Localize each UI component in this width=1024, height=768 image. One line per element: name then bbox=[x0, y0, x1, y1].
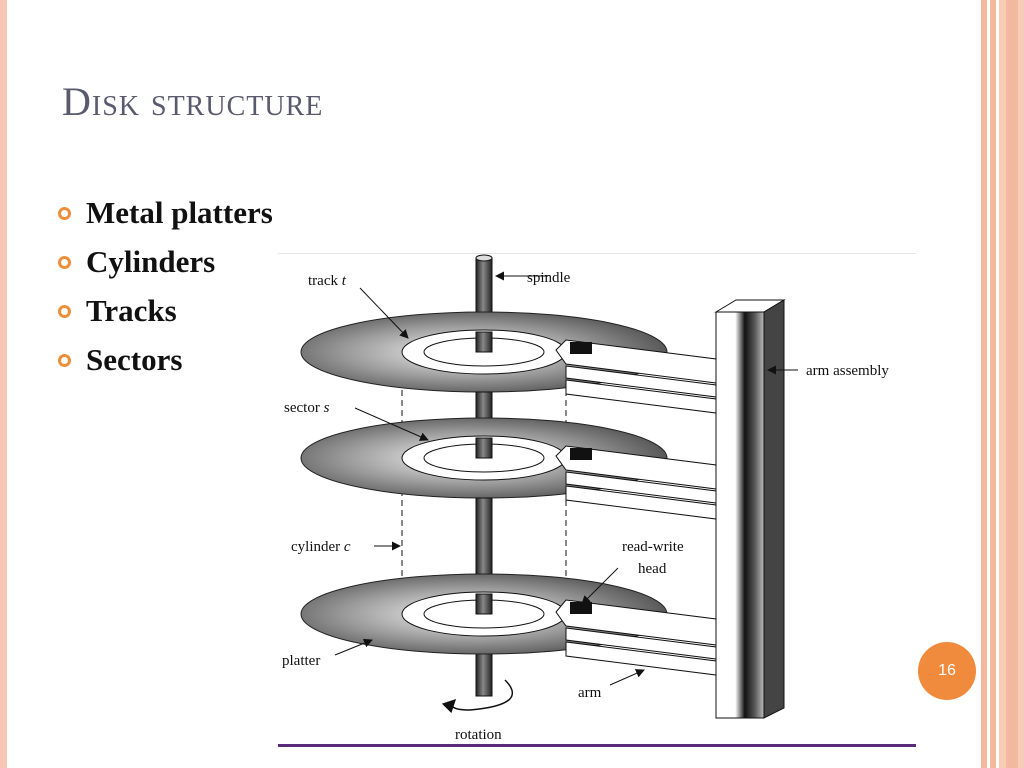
disk-structure-diagram: track t spindle arm assembly sector s cy… bbox=[282, 254, 889, 743]
bullet-circle-icon bbox=[58, 305, 71, 318]
read-write-head bbox=[570, 602, 592, 614]
figure-bottom-rule bbox=[278, 744, 916, 747]
label-arm: arm bbox=[578, 685, 602, 701]
slide-title: Disk structure bbox=[62, 79, 324, 124]
rotation-arrow bbox=[441, 679, 513, 714]
bullet-item: Tracks bbox=[58, 286, 273, 335]
bullet-circle-icon bbox=[58, 207, 71, 220]
right-border-stripe bbox=[990, 0, 996, 768]
arms bbox=[555, 339, 725, 677]
label-read-write: read-write bbox=[622, 539, 684, 555]
bullet-item: Metal platters bbox=[58, 188, 273, 237]
arm-assembly bbox=[714, 299, 786, 719]
label-rotation: rotation bbox=[455, 727, 502, 743]
right-border-stripe bbox=[981, 0, 987, 768]
bullet-text: Cylinders bbox=[86, 243, 216, 279]
bullet-item: Sectors bbox=[58, 335, 273, 384]
bullet-text: Tracks bbox=[86, 292, 177, 328]
bullet-circle-icon bbox=[58, 354, 71, 367]
label-sector: sector s bbox=[284, 400, 330, 416]
figure-top-rule bbox=[278, 253, 916, 254]
right-border-stripe bbox=[1006, 0, 1018, 768]
label-cylinder: cylinder c bbox=[291, 539, 351, 555]
page-number-badge: 16 bbox=[918, 642, 976, 700]
bullet-item: Cylinders bbox=[58, 237, 273, 286]
read-write-head bbox=[570, 342, 592, 354]
spindle-top bbox=[475, 254, 493, 262]
label-head: head bbox=[638, 561, 667, 577]
label-track: track t bbox=[308, 273, 347, 289]
bullet-text: Sectors bbox=[86, 341, 183, 377]
bullet-list: Metal platters Cylinders Tracks Sectors bbox=[58, 188, 273, 384]
label-arm-assembly: arm assembly bbox=[806, 363, 889, 379]
label-spindle: spindle bbox=[527, 270, 571, 286]
bullet-circle-icon bbox=[58, 256, 71, 269]
label-platter: platter bbox=[282, 653, 320, 669]
left-border-stripe bbox=[0, 0, 7, 768]
bullet-text: Metal platters bbox=[86, 194, 273, 230]
read-write-head bbox=[570, 448, 592, 460]
